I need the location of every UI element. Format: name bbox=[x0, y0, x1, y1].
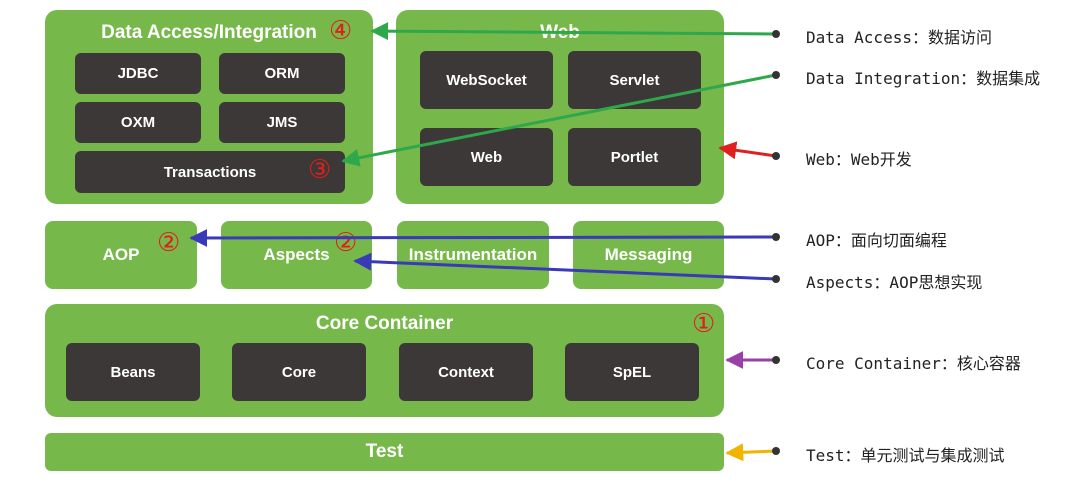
transactions-module: Transactions bbox=[75, 151, 345, 193]
jms-module: JMS bbox=[219, 102, 345, 143]
web-module: Web bbox=[420, 128, 553, 186]
label-core-container: Core Container：核心容器 bbox=[806, 354, 1021, 373]
spel-module: SpEL bbox=[565, 343, 699, 401]
arrow-web bbox=[718, 141, 780, 160]
label-data-integration: Data Integration：数据集成 bbox=[806, 69, 1041, 88]
beans-module: Beans bbox=[66, 343, 200, 401]
label-data-access: Data Access：数据访问 bbox=[806, 28, 992, 47]
orm-module: ORM bbox=[219, 53, 345, 94]
aop-module: AOP bbox=[45, 221, 197, 289]
marker-core: ① bbox=[692, 309, 716, 339]
label-aop: AOP：面向切面编程 bbox=[806, 231, 947, 250]
arrow-data-access bbox=[370, 22, 780, 41]
servlet-module: Servlet bbox=[568, 51, 701, 109]
websocket-module: WebSocket bbox=[420, 51, 553, 109]
aspects-module: Aspects bbox=[221, 221, 372, 289]
arrow-test bbox=[725, 443, 780, 462]
messaging-module: Messaging bbox=[573, 221, 724, 289]
arrow-aop bbox=[189, 228, 780, 247]
label-test: Test：单元测试与集成测试 bbox=[806, 446, 1005, 465]
core-container-title: Core Container bbox=[315, 313, 454, 334]
arrow-aspects bbox=[353, 252, 780, 283]
marker-data-access: ④ bbox=[329, 16, 353, 46]
label-web: Web：Web开发 bbox=[806, 150, 912, 169]
arrow-core-container bbox=[725, 351, 780, 369]
marker-transactions: ③ bbox=[308, 155, 332, 185]
data-access-title: Data Access/Integration bbox=[101, 22, 317, 43]
label-aspects: Aspects：AOP思想实现 bbox=[806, 273, 983, 292]
jdbc-module: JDBC bbox=[75, 53, 201, 94]
marker-aop: ② bbox=[157, 228, 181, 258]
instrumentation-module: Instrumentation bbox=[397, 221, 549, 289]
web-panel: Web WebSocket Servlet Web Portlet bbox=[396, 10, 724, 204]
portlet-module: Portlet bbox=[568, 128, 701, 186]
test-module: Test bbox=[45, 433, 724, 471]
arrow-data-integration bbox=[341, 71, 780, 167]
core-module: Core bbox=[232, 343, 366, 401]
data-access-panel: Data Access/Integration JDBC ORM OXM JMS… bbox=[45, 10, 373, 204]
core-container-panel: Core Container Beans Core Context SpEL bbox=[45, 304, 724, 417]
context-module: Context bbox=[399, 343, 533, 401]
oxm-module: OXM bbox=[75, 102, 201, 143]
